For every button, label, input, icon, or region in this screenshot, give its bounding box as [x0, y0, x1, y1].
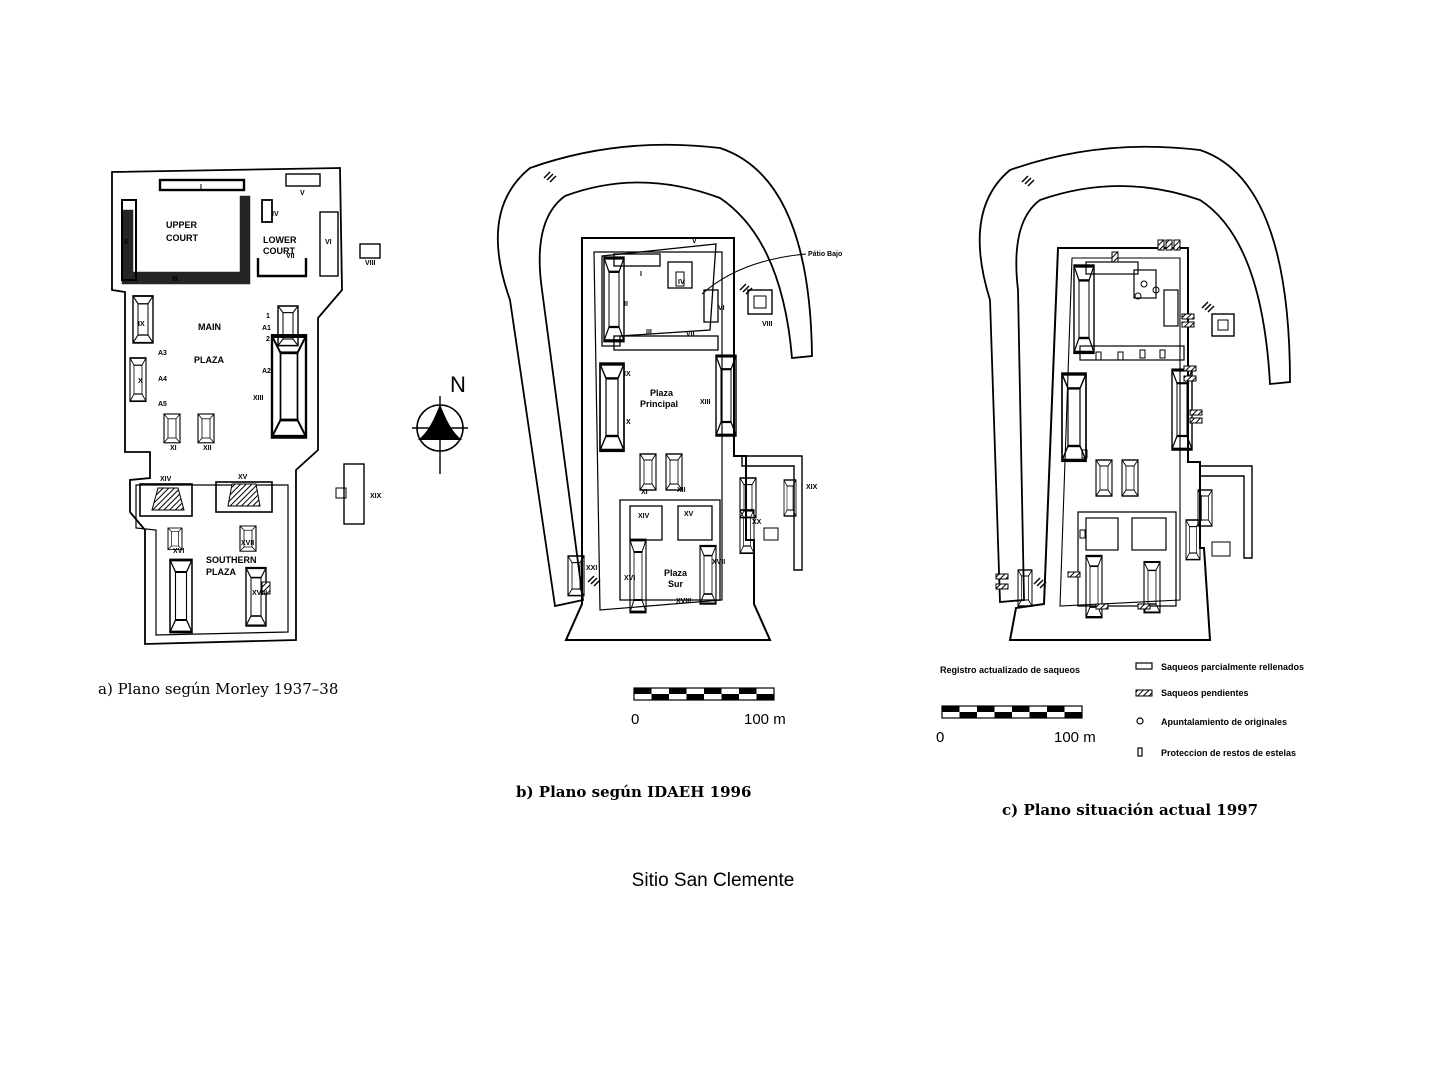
- upper-court-label-2: COURT: [166, 233, 198, 243]
- legend-item-1: Saqueos parcialmente rellenados: [1161, 662, 1304, 672]
- legend-swatch-filled: [1135, 662, 1153, 670]
- map-a-morley: UPPER COURT LOWER COURT MAIN PLAZA SOUTH…: [98, 167, 382, 698]
- legend-swatch-stelae: [1137, 747, 1143, 757]
- struct-b-XVI: XVI: [624, 575, 635, 582]
- struct-b-VI: VI: [718, 305, 725, 312]
- north-arrow-icon: N: [412, 372, 468, 474]
- struct-b-XI: XI: [641, 489, 648, 496]
- scale-b-start: 0: [631, 711, 639, 728]
- looting-marks: [995, 239, 1203, 610]
- struct-a-III: III: [172, 276, 178, 283]
- upper-court-label-1: UPPER: [166, 220, 198, 230]
- struct-a-XVIII: XVIII: [252, 590, 267, 597]
- stela-a5: A5: [158, 401, 167, 408]
- struct-a-XII: XII: [203, 445, 212, 452]
- struct-b-X: X: [626, 419, 631, 426]
- plaza-principal-label-2: Principal: [640, 399, 678, 409]
- struct-a-XVII: XVII: [241, 540, 254, 547]
- struct-a-X: X: [138, 378, 143, 385]
- stela-a2: A2: [262, 368, 271, 375]
- struct-a-XVI: XVI: [173, 548, 184, 555]
- struct-a-I: I: [200, 184, 202, 191]
- struct-b-IV: IV: [678, 279, 685, 286]
- legend-item-4: Proteccion de restos de estelas: [1161, 748, 1296, 758]
- struct-a-VI: VI: [325, 239, 332, 246]
- stela-a3: A3: [158, 350, 167, 357]
- plaza-sur-label-1: Plaza: [664, 568, 688, 578]
- scale-c-start: 0: [936, 729, 944, 746]
- struct-a-XI: XI: [170, 445, 177, 452]
- struct-b-XXI: XXI: [586, 565, 597, 572]
- struct-a-XV: XV: [238, 474, 248, 481]
- map-c-caption: c) Plano situación actual 1997: [1002, 801, 1258, 819]
- legend-swatch-pending: [1135, 689, 1153, 697]
- struct-b-V: V: [692, 238, 697, 245]
- plaza-sur-label-2: Sur: [668, 579, 684, 589]
- scale-c-end: 100 m: [1054, 729, 1096, 746]
- map-a-caption: a) Plano según Morley 1937–38: [98, 680, 338, 698]
- struct-b-VIII: VIII: [762, 321, 773, 328]
- struct-b-XIV: XIV: [638, 513, 650, 520]
- struct-b-XIX: XIX: [806, 484, 818, 491]
- map-b-caption: b) Plano según IDAEH 1996: [516, 783, 751, 801]
- stela-a1: A1: [262, 325, 271, 332]
- north-label: N: [450, 372, 466, 397]
- lower-court-label-1: LOWER: [263, 235, 297, 245]
- southern-plaza-label-1: SOUTHERN: [206, 555, 257, 565]
- struct-b-I: I: [640, 271, 642, 278]
- struct-a-IX: IX: [138, 321, 145, 328]
- southern-plaza-label-2: PLAZA: [206, 567, 236, 577]
- stela-1: 1: [266, 313, 270, 320]
- scale-bar-b: 0 100 m: [631, 687, 786, 728]
- scale-bar-c: 0 100 m: [936, 705, 1096, 746]
- struct-a-V: V: [300, 190, 305, 197]
- map-b-idaeh: Pátio Bajo Plaza Principal Plaza Sur I I…: [496, 143, 842, 801]
- struct-b-VII: VII: [686, 331, 695, 338]
- struct-a-XIX: XIX: [370, 493, 382, 500]
- struct-b-XX: XX: [752, 519, 762, 526]
- main-plaza-label-1: MAIN: [198, 322, 221, 332]
- struct-a-II: II: [124, 239, 128, 246]
- scale-b-end: 100 m: [744, 711, 786, 728]
- struct-a-VII: VII: [286, 253, 295, 260]
- struct-b-XVII: XVII: [712, 559, 725, 566]
- struct-b-XII: XII: [677, 487, 686, 494]
- legend-title: Registro actualizado de saqueos: [940, 665, 1080, 675]
- struct-a-XIII: XIII: [253, 395, 264, 402]
- struct-b-XIII: XIII: [700, 399, 711, 406]
- stela-2: 2: [266, 336, 270, 343]
- struct-b-XV: XV: [684, 511, 694, 518]
- legend: Registro actualizado de saqueos Saqueos …: [940, 662, 1304, 758]
- patio-bajo-label: Pátio Bajo: [808, 251, 842, 258]
- legend-item-2: Saqueos pendientes: [1161, 688, 1249, 698]
- main-plaza-label-2: PLAZA: [194, 355, 224, 365]
- struct-b-II: II: [624, 301, 628, 308]
- struct-a-VIII: VIII: [365, 260, 376, 267]
- plaza-principal-label-1: Plaza: [650, 388, 674, 398]
- stela-a4: A4: [158, 376, 167, 383]
- struct-b-III: III: [646, 329, 652, 336]
- legend-item-3: Apuntalamiento de originales: [1161, 717, 1287, 727]
- struct-a-IV: IV: [272, 211, 279, 218]
- legend-swatch-shoring: [1136, 717, 1144, 725]
- struct-a-XIV: XIV: [160, 476, 172, 483]
- struct-b-IX: IX: [624, 371, 631, 378]
- map-c-1997: Registro actualizado de saqueos Saqueos …: [936, 145, 1304, 819]
- figure-title: Sitio San Clemente: [632, 870, 795, 891]
- struct-b-XVIII: XVIII: [676, 598, 691, 605]
- lower-court-label-2: COURT: [263, 246, 295, 256]
